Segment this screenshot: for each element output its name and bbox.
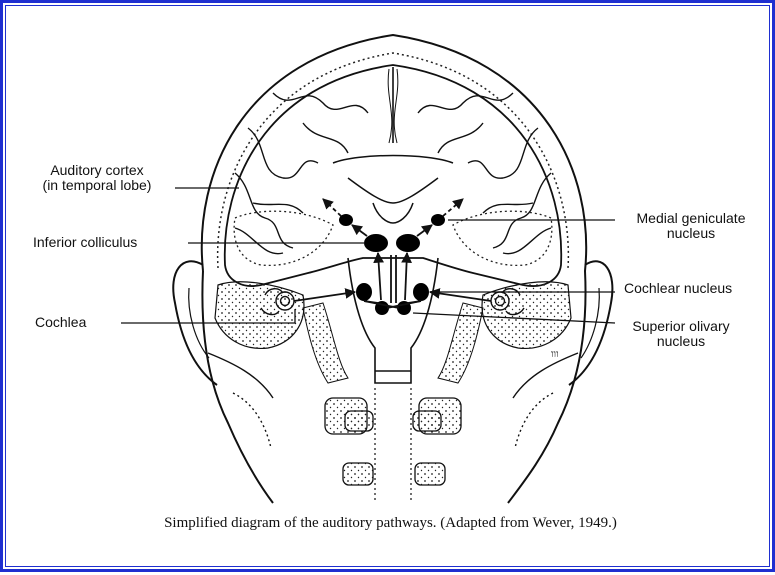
vertebrae (324, 397, 462, 486)
figure-caption: Simplified diagram of the auditory pathw… (164, 515, 617, 531)
label-cochlear-nucleus: Cochlear nucleus (624, 280, 733, 296)
ventricles (332, 154, 454, 224)
inferior-colliculus-right (396, 234, 420, 252)
medial-geniculate-left (339, 214, 353, 226)
label-inferior-colliculus: Inferior colliculus (33, 234, 138, 250)
cochlear-nucleus-right (413, 283, 429, 301)
leader-lines (121, 187, 616, 324)
label-medial-geniculate: Medial geniculate nucleus (636, 210, 746, 241)
skull-inner (216, 52, 570, 269)
temporal-bones (214, 281, 572, 384)
temporal-lobes (233, 210, 553, 267)
ear-left (172, 260, 218, 386)
lower-skull (207, 352, 579, 449)
auditory-nuclei (339, 214, 445, 315)
gyri-left (234, 92, 369, 255)
small-mark: ווו (551, 349, 559, 360)
label-auditory-cortex: Auditory cortex (in temporal lobe) (42, 162, 152, 193)
spinal-column (374, 388, 412, 503)
medial-geniculate-right (431, 214, 445, 226)
ear-right (568, 260, 614, 386)
head-outline (200, 33, 588, 504)
label-cochlea: Cochlea (35, 314, 87, 330)
auditory-pathway-fibers (293, 198, 492, 309)
label-superior-olivary: Superior olivary nucleus (632, 318, 730, 349)
brain-contour (223, 64, 563, 287)
inferior-colliculus-left (364, 234, 388, 252)
brainstem (347, 257, 439, 384)
leader-superior-olivary (412, 312, 616, 324)
cochlear-nucleus-left (356, 283, 372, 301)
leader-cochlea (121, 309, 296, 324)
gyri-right (417, 92, 552, 255)
auditory-pathway-diagram: ווו (121, 33, 616, 504)
